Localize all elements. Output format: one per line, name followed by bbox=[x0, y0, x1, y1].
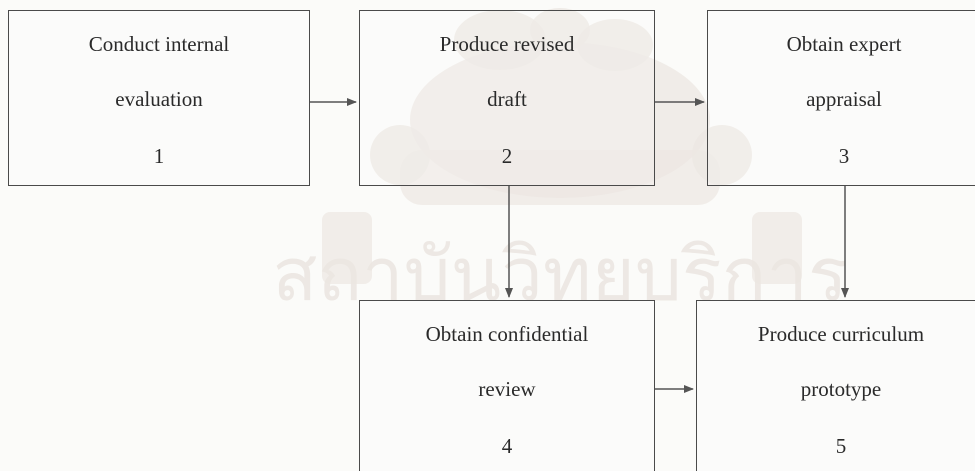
step-number: 3 bbox=[838, 144, 850, 168]
step-box-2: Produce revised draft 2 bbox=[359, 10, 655, 186]
step-number: 2 bbox=[501, 144, 513, 168]
step-number: 5 bbox=[835, 434, 847, 458]
step-title-line1: Produce revised bbox=[439, 32, 575, 56]
step-box-1: Conduct internal evaluation 1 bbox=[8, 10, 310, 186]
step-title-line2: evaluation bbox=[115, 87, 203, 111]
step-title-line2: prototype bbox=[800, 377, 882, 401]
step-title-line2: appraisal bbox=[806, 87, 882, 111]
step-box-4: Obtain confidential review 4 bbox=[359, 300, 655, 471]
step-title-line1: Obtain expert bbox=[786, 32, 902, 56]
step-title-line2: draft bbox=[487, 87, 527, 111]
step-title-line1: Conduct internal bbox=[88, 32, 230, 56]
step-box-3: Obtain expert appraisal 3 bbox=[707, 10, 975, 186]
step-title-line2: review bbox=[478, 377, 536, 401]
step-title-line1: Produce curriculum bbox=[757, 322, 925, 346]
step-title-line1: Obtain confidential bbox=[425, 322, 589, 346]
step-number: 4 bbox=[501, 434, 513, 458]
step-box-5: Produce curriculum prototype 5 bbox=[696, 300, 975, 471]
step-number: 1 bbox=[153, 144, 165, 168]
